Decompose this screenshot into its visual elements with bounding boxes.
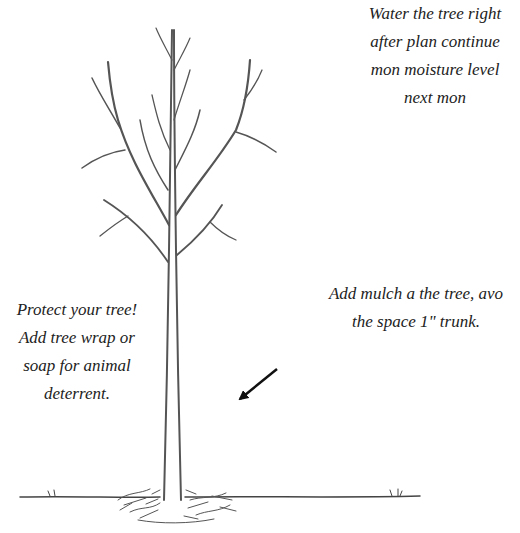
grass [48, 489, 402, 496]
watering-note: Water the tree right after plan continue… [355, 0, 515, 112]
trunk-left [164, 30, 172, 500]
branch [156, 28, 172, 60]
ground-line [20, 489, 420, 497]
mulch-right [184, 490, 236, 519]
branch [175, 110, 200, 170]
branch [100, 216, 128, 236]
branch [108, 62, 169, 225]
branch [174, 38, 190, 70]
branch [140, 120, 168, 190]
mulch-note: Add mulch a the tree, avo the space 1" t… [318, 280, 514, 336]
branch [244, 70, 262, 100]
tree-drawing [82, 28, 276, 500]
branch [176, 60, 250, 215]
branch [152, 95, 170, 150]
protection-note: Protect your tree! Add tree wrap or soap… [2, 296, 152, 408]
leader-arrow [240, 369, 277, 399]
branch [82, 150, 125, 168]
branch [92, 78, 120, 128]
branch [236, 132, 276, 152]
branch [210, 222, 236, 240]
branch [177, 205, 222, 255]
branch [174, 70, 190, 120]
branch [104, 200, 168, 262]
mulch-bottom [138, 519, 214, 523]
mulch-left [118, 489, 160, 518]
mulch [118, 489, 236, 523]
